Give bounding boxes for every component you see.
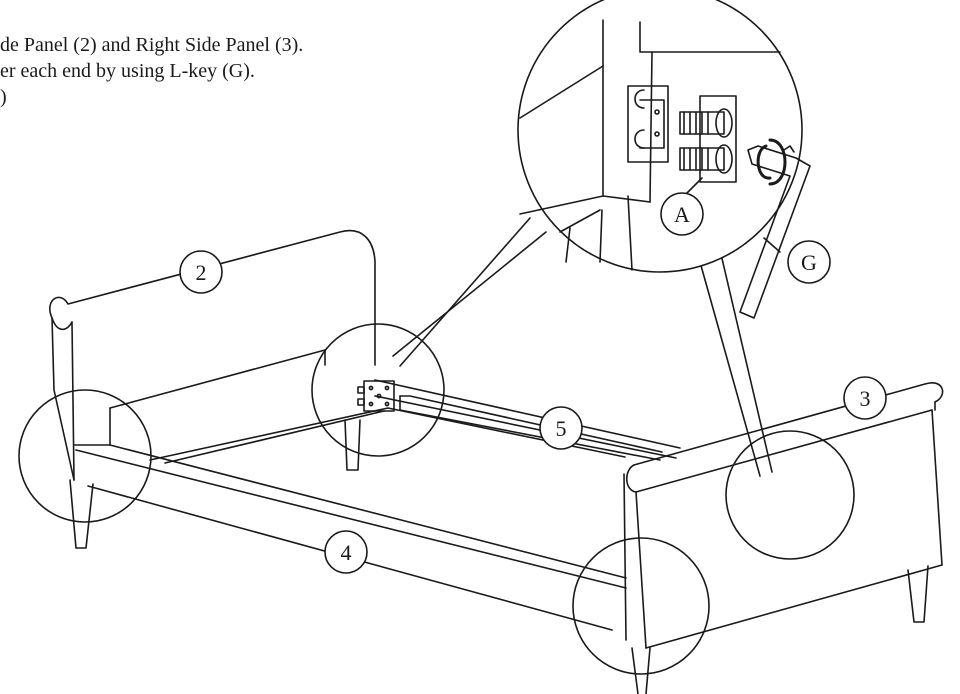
l-key xyxy=(739,138,811,319)
zoom-bubble xyxy=(517,0,803,273)
front-rail-label: 4 xyxy=(341,540,352,565)
center-rail-label: 5 xyxy=(556,416,567,441)
label-callouts: 2 3 4 5 A G xyxy=(179,192,887,574)
zoom-callout-leaders xyxy=(392,217,773,477)
lkey-leader xyxy=(763,237,781,253)
instruction-text: de Panel (2) and Right Side Panel (3). e… xyxy=(0,32,303,110)
right-panel-legs xyxy=(631,565,929,694)
lkey-label: G xyxy=(801,250,817,275)
left-side-panel xyxy=(49,229,376,481)
right-panel-label: 3 xyxy=(860,386,871,411)
instruction-line-3: ) xyxy=(0,86,7,108)
right-side-panel xyxy=(623,382,944,649)
left-panel-label: 2 xyxy=(196,260,207,285)
bolt-label: A xyxy=(674,202,690,227)
rear-rail-base xyxy=(164,410,385,464)
center-rail xyxy=(357,379,681,461)
left-panel-legs xyxy=(69,419,361,549)
instruction-line-2: er each end by using L-key (G). xyxy=(0,60,255,82)
detail-circles xyxy=(18,323,855,675)
instruction-line-1: de Panel (2) and Right Side Panel (3). xyxy=(0,34,304,56)
